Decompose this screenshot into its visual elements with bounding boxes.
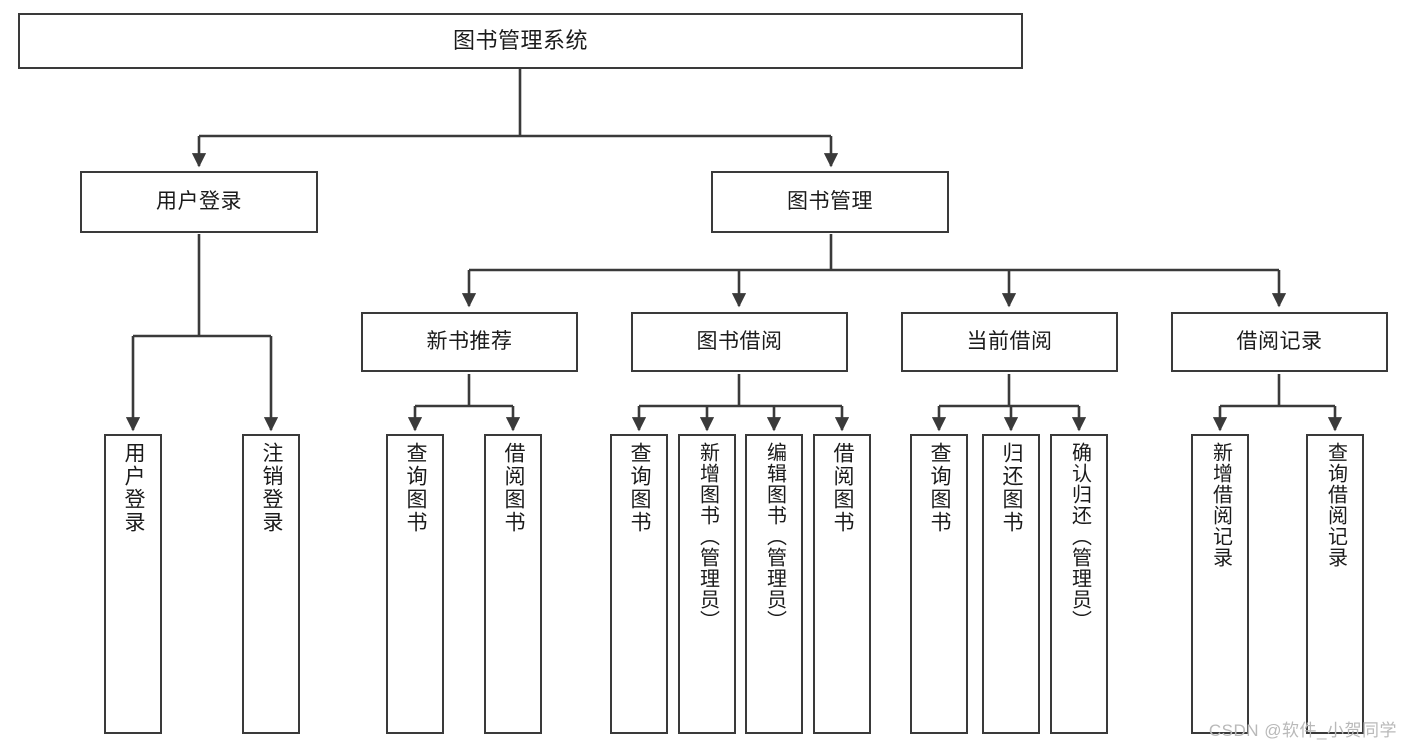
leaf-current-borrow-confirm-return[interactable]: 确认归还（管理员） [1050,434,1108,734]
node-label: 注销登录 [260,442,284,534]
node-label: 图书借阅 [696,329,783,353]
node-label: 借阅图书 [502,442,526,534]
node-label: 新增借阅记录 [1209,442,1232,568]
node-label: 借阅图书 [831,442,855,534]
leaf-book-borrow-query[interactable]: 查询图书 [610,434,668,734]
node-label: 用户登录 [122,442,146,534]
node-label: 编辑图书（管理员） [763,442,786,631]
node-label: 用户登录 [156,189,242,213]
leaf-user-login-login[interactable]: 用户登录 [104,434,162,734]
node-label: 图书管理 [787,189,873,213]
node-label: 借阅记录 [1236,329,1323,353]
node-label: 查询图书 [404,442,428,534]
node-label: 当前借阅 [966,329,1053,353]
leaf-new-book-query[interactable]: 查询图书 [386,434,444,734]
leaf-user-login-logout[interactable]: 注销登录 [242,434,300,734]
node-book-borrow[interactable]: 图书借阅 [631,312,848,372]
leaf-book-borrow-borrow[interactable]: 借阅图书 [813,434,871,734]
leaf-borrow-record-add[interactable]: 新增借阅记录 [1191,434,1249,734]
node-root-book-management-system[interactable]: 图书管理系统 [18,13,1023,69]
leaf-current-borrow-query[interactable]: 查询图书 [910,434,968,734]
leaf-borrow-record-query[interactable]: 查询借阅记录 [1306,434,1364,734]
node-label: 新书推荐 [426,329,513,353]
leaf-book-borrow-edit[interactable]: 编辑图书（管理员） [745,434,803,734]
node-label: 查询图书 [628,442,652,534]
node-label: 图书管理系统 [452,28,588,54]
leaf-book-borrow-add[interactable]: 新增图书（管理员） [678,434,736,734]
node-label: 查询借阅记录 [1324,442,1347,568]
node-new-book-recommend[interactable]: 新书推荐 [361,312,578,372]
node-label: 新增图书（管理员） [696,442,719,631]
leaf-new-book-borrow[interactable]: 借阅图书 [484,434,542,734]
leaf-current-borrow-return[interactable]: 归还图书 [982,434,1040,734]
node-borrow-record[interactable]: 借阅记录 [1171,312,1388,372]
csdn-watermark: CSDN @软件_小贺同学 [1208,721,1397,740]
node-label: 查询图书 [928,442,952,534]
node-current-borrow[interactable]: 当前借阅 [901,312,1118,372]
node-label: 归还图书 [1000,442,1024,534]
node-book-management[interactable]: 图书管理 [711,171,949,233]
node-user-login[interactable]: 用户登录 [80,171,318,233]
node-label: 确认归还（管理员） [1068,442,1091,631]
